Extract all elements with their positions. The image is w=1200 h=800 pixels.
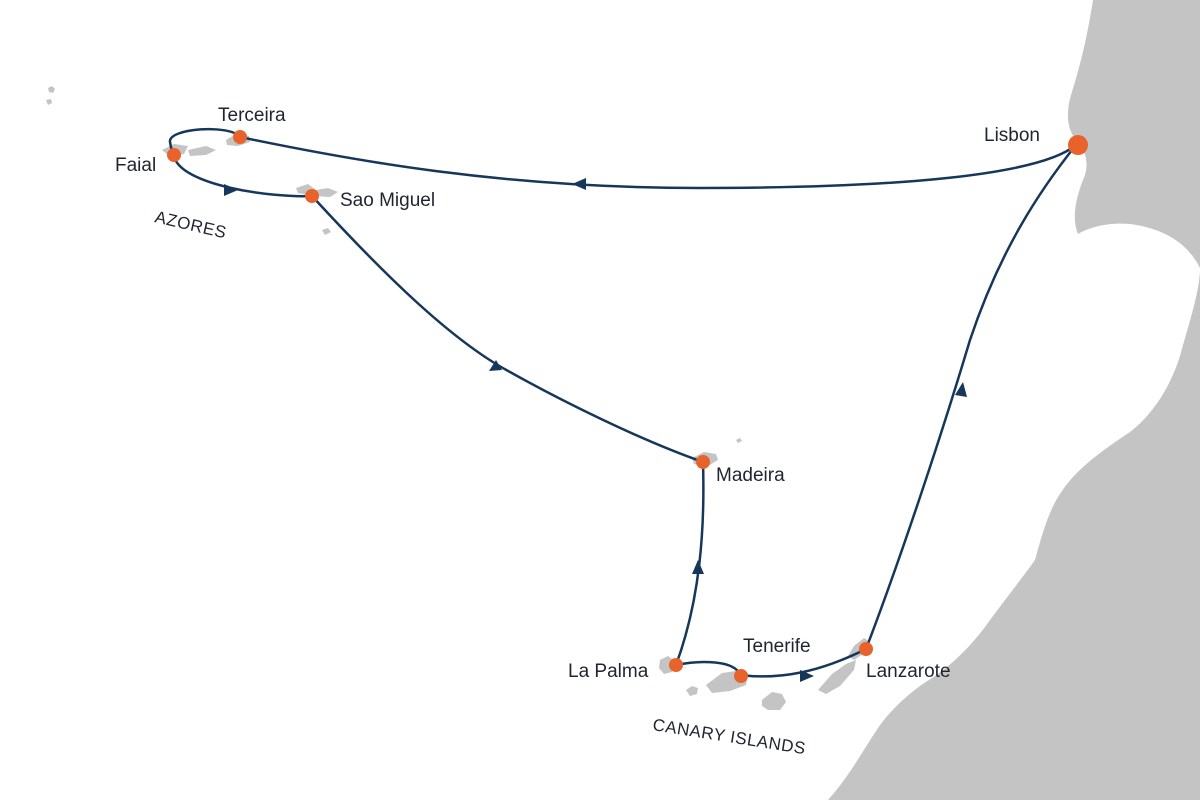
- port-marker-sao-miguel: [305, 189, 319, 203]
- region-labels: AZORES CANARY ISLANDS: [153, 207, 807, 758]
- arrow-north-icon: [955, 382, 967, 397]
- arrow-north-icon: [692, 560, 704, 574]
- port-marker-lanzarote: [859, 642, 873, 656]
- arrow-west-icon: [572, 178, 586, 190]
- port-label-lanzarote: Lanzarote: [866, 661, 951, 682]
- mainland-iberia-africa: [828, 0, 1200, 800]
- port-labels: Lisbon Terceira Faial Sao Miguel Madeira…: [115, 105, 1040, 682]
- port-label-lisbon: Lisbon: [984, 125, 1040, 146]
- port-label-faial: Faial: [115, 155, 156, 176]
- region-label-canary-islands: CANARY ISLANDS: [651, 715, 807, 758]
- port-label-la-palma: La Palma: [568, 661, 649, 682]
- route-lisbon-to-terceira: [238, 135, 1078, 190]
- arrow-east-icon: [800, 670, 814, 682]
- port-label-terceira: Terceira: [218, 105, 286, 126]
- arrow-east-icon: [224, 184, 238, 196]
- port-markers: [167, 130, 1088, 683]
- port-marker-terceira: [233, 130, 247, 144]
- route-direction-arrows: [224, 178, 967, 682]
- region-label-azores: AZORES: [153, 207, 228, 242]
- route-faial-to-sao-miguel: [172, 154, 314, 198]
- port-marker-lisbon: [1068, 135, 1088, 155]
- port-label-madeira: Madeira: [716, 465, 785, 486]
- port-label-sao-miguel: Sao Miguel: [340, 190, 435, 211]
- port-marker-tenerife: [734, 669, 748, 683]
- cruise-route: [168, 127, 1078, 678]
- port-marker-madeira: [696, 455, 710, 469]
- arrow-southeast-icon: [489, 360, 502, 371]
- port-marker-faial: [167, 148, 181, 162]
- port-label-tenerife: Tenerife: [743, 636, 811, 657]
- route-lanzarote-to-lisbon: [864, 143, 1078, 651]
- route-sao-miguel-to-madeira: [310, 194, 705, 464]
- port-marker-la-palma: [669, 658, 683, 672]
- azores-islands: [46, 86, 338, 235]
